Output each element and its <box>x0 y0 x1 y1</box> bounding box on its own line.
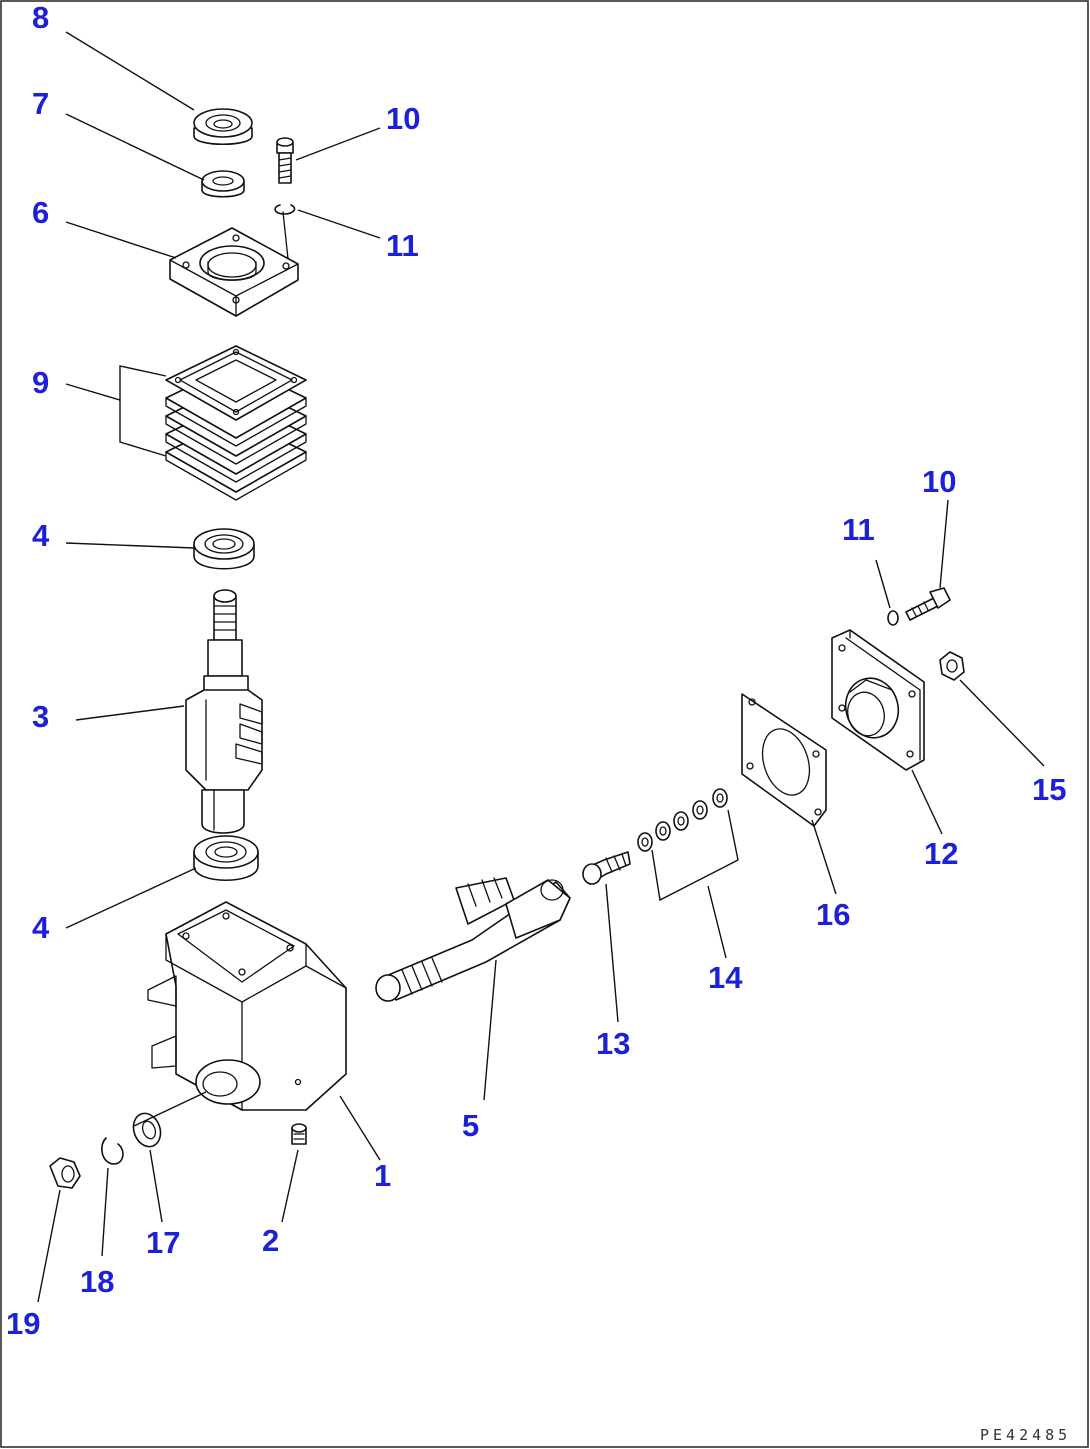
callout-16: 16 <box>816 897 850 932</box>
part-15-nut <box>939 651 965 681</box>
callout-15: 15 <box>1032 772 1066 807</box>
callout-17: 17 <box>146 1225 180 1260</box>
callout-14: 14 <box>708 960 743 995</box>
callout-4-lower: 4 <box>32 910 50 945</box>
callout-1: 1 <box>374 1158 391 1193</box>
callout-6: 6 <box>32 195 49 230</box>
leader-lines <box>37 31 1045 1303</box>
part-4-bearing-upper <box>193 528 255 570</box>
part-3-sector-shaft <box>185 589 263 834</box>
part-8-seal <box>193 108 253 145</box>
callout-13: 13 <box>596 1026 630 1061</box>
part-1-gear-housing <box>147 901 347 1111</box>
callout-9: 9 <box>32 365 49 400</box>
callout-4-upper: 4 <box>32 518 50 553</box>
callout-5: 5 <box>462 1108 479 1143</box>
part-18-snap-ring <box>101 1137 124 1165</box>
callout-19: 19 <box>6 1306 40 1341</box>
part-14-washers <box>637 788 728 852</box>
callout-12: 12 <box>924 836 958 871</box>
part-12-end-cover <box>831 629 925 771</box>
part-4-bearing-lower <box>193 835 259 881</box>
part-13-bolt <box>582 851 631 885</box>
part-16-gasket <box>741 693 827 827</box>
part-17-seal <box>132 1112 162 1148</box>
part-11-washer-right <box>887 610 899 626</box>
part-5-worm-shaft <box>375 877 571 1002</box>
callout-8: 8 <box>32 0 49 35</box>
callout-3: 3 <box>32 699 49 734</box>
callout-10-right: 10 <box>922 464 956 499</box>
part-10-bolt-top <box>276 137 294 184</box>
part-19-nut <box>49 1157 81 1189</box>
callout-2: 2 <box>262 1223 279 1258</box>
callout-18: 18 <box>80 1264 114 1299</box>
part-7-seal <box>201 170 245 198</box>
callout-11-top: 11 <box>386 228 419 263</box>
callout-11-right: 11 <box>842 512 875 547</box>
part-10-bolt-right <box>905 587 951 621</box>
part-6-cover <box>169 227 299 317</box>
part-2-grease-fitting <box>291 1123 307 1145</box>
callout-7: 7 <box>32 86 49 121</box>
callout-10-top: 10 <box>386 101 420 136</box>
part-9-shims <box>165 345 307 501</box>
callout-labels: 8 7 6 9 4 3 4 10 11 1 2 5 13 14 16 12 15… <box>6 0 1066 1341</box>
figure-reference-code: PE42485 <box>980 1426 1071 1444</box>
